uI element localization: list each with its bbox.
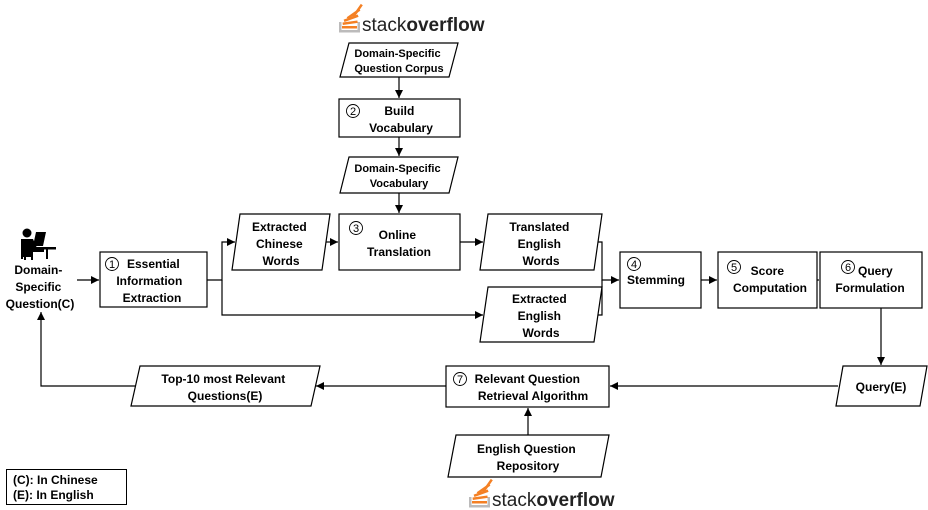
- node-label-line: Translated: [509, 220, 569, 234]
- node-label-line: Computation: [733, 281, 807, 295]
- online-translation-process: 3 Online Translation: [338, 213, 461, 271]
- english-repository-node: English Question Repository: [447, 434, 610, 478]
- retrieval-algorithm-process: 7 Relevant Question Retrieval Algorithm: [445, 365, 610, 408]
- svg-text:Relevant Question Retrie: Relevant Question Retrieval Algorithm: [475, 372, 588, 403]
- svg-text:Translated English: Translated English Words: [509, 220, 572, 268]
- info-extraction-process: 1 Essential Information Extraction: [99, 251, 208, 308]
- node-label-line: Query(E): [856, 380, 907, 394]
- query-e-node: Query(E): [835, 365, 928, 407]
- question-corpus-node: Domain-Specific Question Corpus: [339, 42, 459, 78]
- node-label-line: Extracted: [252, 220, 307, 234]
- svg-text:English Question Reposit: English Question Repository: [477, 442, 579, 473]
- edge-extraction-to-english: [221, 280, 483, 319]
- node-label-line: Extraction: [123, 291, 182, 305]
- user-label-line: Domain-: [14, 263, 62, 277]
- node-label-line: Questions(E): [188, 389, 263, 403]
- node-label-line: English Question: [477, 442, 576, 456]
- node-label-line: Words: [262, 254, 299, 268]
- node-label-line: Repository: [497, 459, 560, 473]
- node-label-line: Domain-Specific: [354, 163, 440, 175]
- node-label-line: Score: [751, 264, 785, 278]
- step-number: 1: [109, 259, 115, 271]
- svg-text:Query Formulation: Query Formulation: [835, 264, 904, 295]
- svg-text:Essential Information: Essential Information Extraction: [116, 257, 185, 305]
- edge-english-to-stemming: [598, 280, 603, 316]
- top10-questions-node: Top-10 most Relevant Questions(E): [130, 365, 321, 407]
- node-label-line: Words: [522, 254, 559, 268]
- user-label-line: Question(C): [6, 297, 75, 311]
- edge-extraction-to-chinese: [207, 238, 235, 281]
- score-computation-process: 5 Score Computation: [717, 251, 818, 309]
- node-label-line: Formulation: [835, 281, 904, 295]
- step-number: 7: [457, 374, 463, 386]
- svg-text:stackoverflow: stackoverflow: [362, 15, 485, 36]
- legend-english: (E): In English: [13, 488, 94, 502]
- edge-translated-to-stemming: [598, 241, 619, 284]
- node-label-line: English: [518, 309, 561, 323]
- node-label-line: Online: [379, 228, 417, 242]
- node-label-line: Words: [522, 326, 559, 340]
- extracted-english-words-node: Extracted English Words: [479, 286, 603, 343]
- node-label-line: Translation: [367, 245, 431, 259]
- user-at-desk-icon: [21, 228, 56, 260]
- svg-text:stackoverflow: stackoverflow: [492, 490, 615, 510]
- node-label-line: Relevant Question: [475, 372, 580, 386]
- node-label-line: Stemming: [627, 273, 685, 287]
- node-label-line: Essential: [127, 257, 180, 271]
- svg-text:Extracted English: Extracted English Words: [512, 292, 570, 340]
- node-label-line: Question Corpus: [354, 63, 443, 75]
- domain-vocabulary-node: Domain-Specific Vocabulary: [339, 156, 459, 194]
- svg-text:Online Translation: Online Translation: [367, 228, 431, 259]
- translated-english-words-node: Translated English Words: [479, 213, 603, 271]
- svg-text:Query(E): Query(E): [856, 380, 907, 394]
- user-label: Domain- Specific Question(C): [6, 263, 75, 311]
- node-label-line: Retrieval Algorithm: [478, 389, 588, 403]
- node-label-line: Build: [384, 104, 414, 118]
- node-label-line: Query: [858, 264, 893, 278]
- svg-text:Domain-Specific Vocabula: Domain-Specific Vocabulary: [354, 163, 443, 190]
- stemming-process: 4 Stemming: [619, 251, 702, 309]
- step-number: 6: [845, 262, 851, 274]
- node-label-line: Domain-Specific: [354, 48, 440, 60]
- edge-top10-to-user: [37, 312, 135, 387]
- node-label-line: Top-10 most Relevant: [161, 372, 285, 386]
- node-label-line: English: [518, 237, 561, 251]
- svg-text:Domain-Specific Question: Domain-Specific Question Corpus: [354, 48, 443, 75]
- node-label-line: Extracted: [512, 292, 567, 306]
- build-vocabulary-process: 2 Build Vocabulary: [338, 98, 461, 138]
- svg-text:Stemming: Stemming: [627, 273, 685, 287]
- node-label-line: Chinese: [256, 237, 303, 251]
- extracted-chinese-words-node: Extracted Chinese Words: [231, 213, 331, 271]
- svg-text:Extracted Chinese: Extracted Chinese Words: [252, 220, 310, 268]
- query-formulation-process: 6 Query Formulation: [819, 251, 923, 309]
- legend-chinese: (C): In Chinese: [13, 473, 98, 487]
- step-number: 5: [731, 262, 737, 274]
- node-label-line: Vocabulary: [370, 178, 429, 190]
- step-number: 3: [353, 223, 359, 235]
- node-label-line: Vocabulary: [369, 121, 433, 135]
- node-label-line: Information: [116, 274, 182, 288]
- svg-text:Score Computation: Score Computation: [733, 264, 807, 295]
- svg-text:Top-10 most Relevant Que: Top-10 most Relevant Questions(E): [161, 372, 288, 403]
- stackoverflow-logo-top: stackoverflow: [339, 3, 485, 36]
- stackoverflow-logo-bottom: stackoverflow: [469, 478, 615, 510]
- svg-text:Build Vocabulary: Build Vocabulary: [369, 104, 433, 135]
- legend: (C): In Chinese (E): In English: [6, 469, 127, 505]
- step-number: 2: [350, 106, 356, 118]
- user-label-line: Specific: [15, 280, 61, 294]
- step-number: 4: [631, 259, 637, 271]
- edges: [37, 77, 885, 435]
